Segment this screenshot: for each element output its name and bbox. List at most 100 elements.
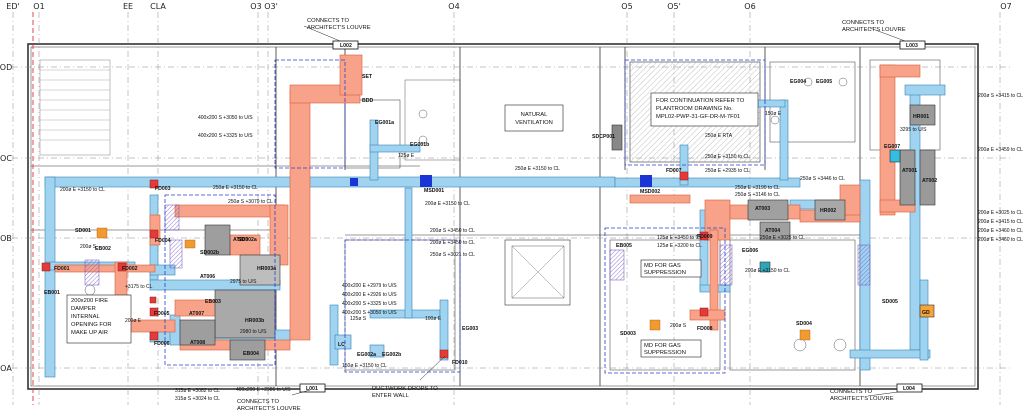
tag-label: EG001a — [375, 120, 394, 126]
dashed-zone-borders — [164, 59, 766, 374]
grid-col-label: O4 — [448, 2, 459, 11]
tag-label: SDCP001 — [592, 134, 615, 140]
duct-note: 250ø E +3190 to CL — [735, 185, 780, 191]
duct-note: 315ø S +3024 to CL — [175, 396, 220, 402]
duct-note: 150ø E +3150 to CL — [342, 363, 387, 369]
leader-lines — [291, 25, 906, 397]
tag-label: MSD001 — [424, 188, 444, 194]
duct-note: 250ø E RTA — [705, 133, 733, 139]
duct-note: 250ø S +3021 to CL — [430, 252, 475, 258]
tag-label: EG004 — [790, 79, 806, 85]
duct-note: 400x200 S +3325 to U/S — [342, 301, 397, 307]
duct-note: 200ø E +3150 to CL — [745, 268, 790, 274]
component-tags: L002 L003 L001 L004 EG001a EG001b EG004 … — [44, 43, 937, 392]
tag-label: AT006 — [200, 274, 215, 280]
tag-label: GD — [922, 310, 930, 316]
tag-label: EB005 — [616, 243, 632, 249]
grid-row-label: OD — [0, 63, 12, 72]
duct-note: 200ø E +3025 to CL — [978, 210, 1023, 216]
tag-label: SET — [362, 74, 373, 80]
grid-col-label: O5 — [621, 2, 632, 11]
tag-label: FD005 — [154, 311, 170, 317]
tag-label: AT001 — [902, 168, 917, 174]
duct-note: 200ø E +3460 to CL — [978, 237, 1023, 243]
duct-note: 100ø E — [425, 316, 442, 322]
tag-label: HR003a — [257, 266, 276, 272]
tag-label: EG001b — [410, 142, 429, 148]
tag-label: AT004 — [765, 228, 780, 234]
duct-note: 125ø S — [350, 316, 367, 322]
tag-label: FD010 — [452, 360, 468, 366]
duct-note: 315ø E +3082 to CL — [175, 388, 220, 394]
callout-boxes — [66, 92, 759, 358]
duct-note: 400x200 E +2926 to U/S — [342, 292, 397, 298]
tag-label: SD001 — [75, 228, 91, 234]
grid-labels: ED' O1 EE CLA O3 O3' O4 O5 O5' O6 O7 OD … — [0, 2, 1012, 373]
tag-label: EG007 — [884, 144, 900, 150]
duct-note: 200ø S +3415 to CL — [978, 93, 1023, 99]
duct-note: 400x200 S +3050 to U/S — [342, 310, 397, 316]
tag-label: AT003 — [755, 206, 770, 212]
grid-col-label: O5' — [667, 2, 681, 11]
grid-col-label: O6 — [744, 2, 755, 11]
duct-note: 200ø S +3450 to CL — [430, 228, 475, 234]
tag-label: EB002 — [95, 246, 111, 252]
duct-note: 400x200 S +3050 to U/S — [198, 115, 253, 121]
tag-label: FD008 — [697, 326, 713, 332]
grid-col-label: EE — [123, 2, 133, 11]
duct-note: 250ø E +3025 to CL — [760, 235, 805, 241]
tag-label: FD001 — [54, 266, 70, 272]
grid-col-label: CLA — [150, 2, 166, 11]
duct-note: 250ø S +3446 to CL — [800, 176, 845, 182]
duct-note: 200ø E +3150 to CL — [425, 201, 470, 207]
duct-note: 200ø E +3415 to CL — [978, 219, 1023, 225]
purple-hatch-zones — [84, 204, 871, 286]
tag-label: BDD — [362, 98, 373, 104]
tag-label: EB003 — [205, 299, 221, 305]
tag-label: LC — [338, 342, 345, 348]
tag-label: EG003 — [462, 326, 478, 332]
tag-label: EB004 — [243, 351, 259, 357]
duct-note: 250ø S +3146 to CL — [735, 192, 780, 198]
tag-label: FD002 — [122, 266, 138, 272]
plant-equipment — [179, 104, 936, 361]
duct-note: +3175 to CL — [125, 284, 153, 290]
grid-row-label: OA — [0, 364, 12, 373]
duct-note: 200ø S — [80, 244, 97, 250]
tag-label: L001 — [306, 386, 318, 392]
duct-note: 400x200 S +3325 to U/S — [198, 133, 253, 139]
duct-note: 250ø E +2935 to CL — [705, 168, 750, 174]
tag-label: SD002b — [200, 250, 219, 256]
duct-note: 200ø E — [125, 318, 142, 324]
tag-label: FD006 — [154, 341, 170, 347]
duct-note: 400x200 E +2979 to U/S — [342, 283, 397, 289]
dimension-notes: 400x200 S +3050 to U/S 400x200 S +3325 t… — [60, 93, 1023, 402]
duct-note: 2975 to U/S — [230, 279, 257, 285]
grid-col-label: ED' — [6, 2, 19, 11]
duct-note: 2980 to U/S — [240, 329, 267, 335]
tag-label: SD005 — [882, 299, 898, 305]
duct-note: 125ø E — [398, 153, 415, 159]
tag-label: SD004 — [796, 321, 812, 327]
tag-label: L004 — [903, 386, 915, 392]
grid-col-label: O7 — [1000, 2, 1011, 11]
tag-label: EG006 — [742, 248, 758, 254]
duct-note: 200ø E +3150 to CL — [60, 187, 105, 193]
tag-label: L003 — [906, 43, 918, 49]
motorised-smoke-dampers — [350, 175, 652, 187]
tag-label: EG005 — [816, 79, 832, 85]
tag-label: SD002a — [238, 237, 257, 243]
tag-label: AT005 — [233, 237, 248, 243]
duct-note: 150ø E — [765, 111, 782, 117]
tag-label: EB001 — [44, 290, 60, 296]
duct-note: 200ø E +3450 to CL — [430, 240, 475, 246]
